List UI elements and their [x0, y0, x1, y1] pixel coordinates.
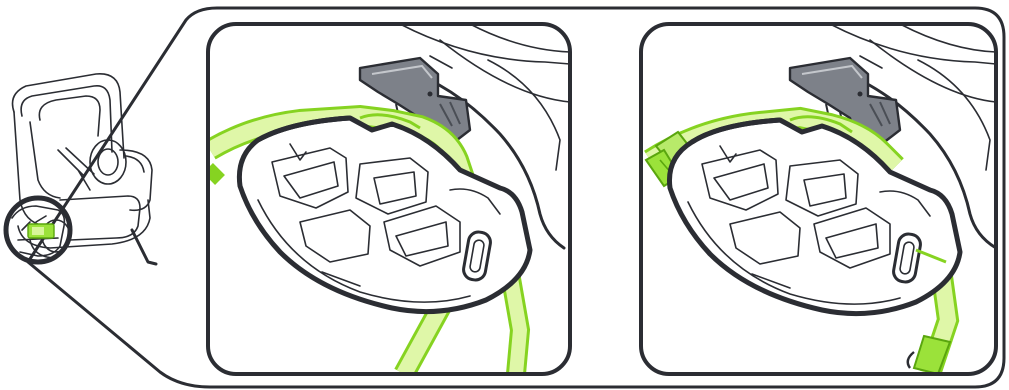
magnified-callout-bubble — [26, 6, 1006, 389]
seat-contour-lines — [399, 24, 570, 171]
car-seat-overview — [11, 73, 158, 266]
zoom-indicator-circle — [3, 195, 73, 265]
strap-end-tab — [906, 334, 952, 374]
seat-contour-lines — [829, 24, 996, 171]
panel-1-frame — [206, 22, 572, 376]
panel-2 — [639, 22, 998, 376]
seat-shell-silhouette — [403, 68, 566, 250]
panel-2-frame — [639, 22, 998, 376]
panel-1 — [206, 22, 572, 376]
isofix-base-shell — [236, 113, 533, 315]
zoom-indicator-detail — [11, 205, 66, 257]
isofix-base-shell — [666, 115, 963, 317]
seat-shell-silhouette — [833, 68, 996, 250]
